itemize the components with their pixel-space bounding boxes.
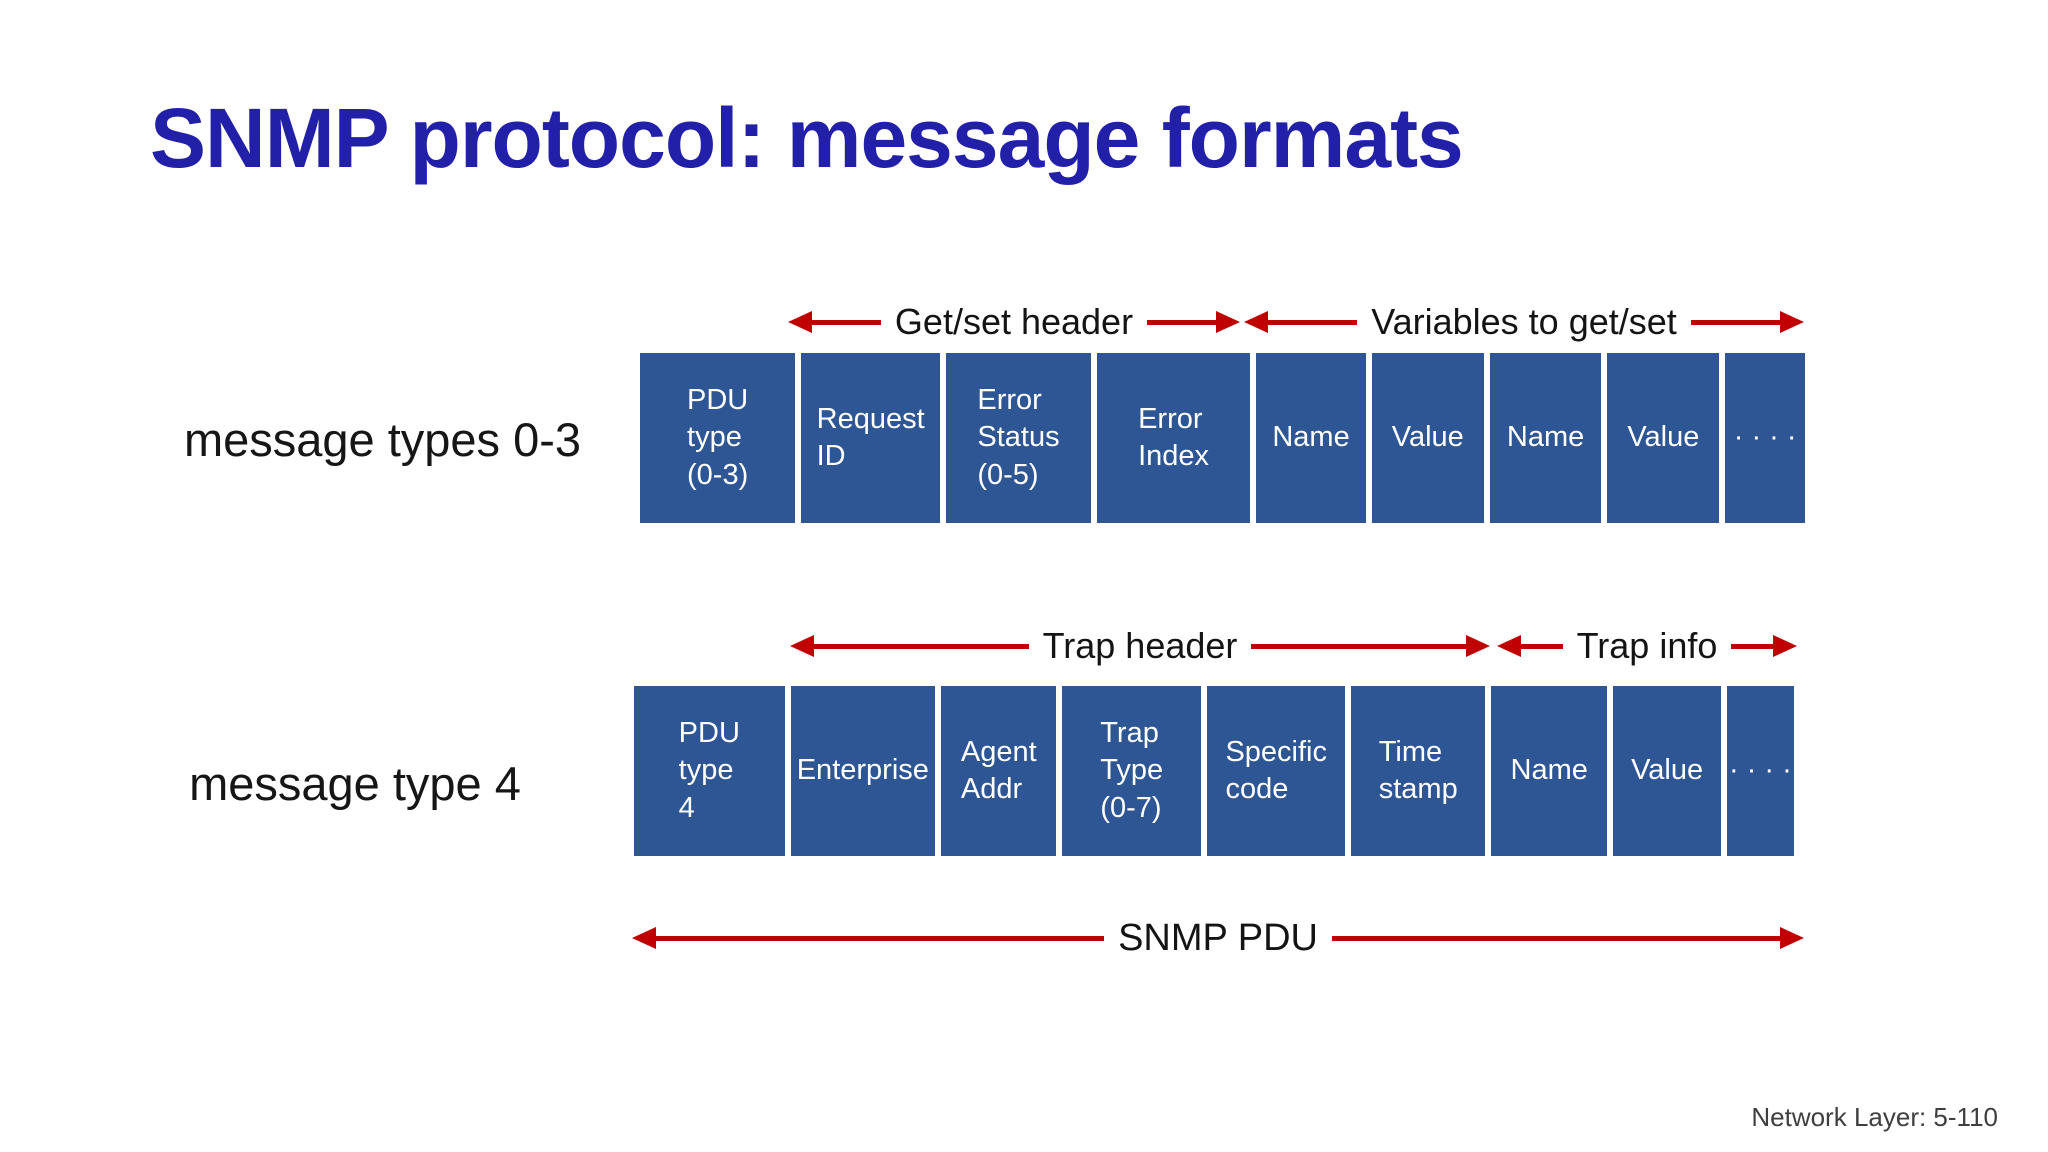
field-cell: Value	[1607, 353, 1720, 523]
field-cell: · · · ·	[1726, 686, 1795, 856]
right-arrow	[1331, 927, 1805, 949]
field-cell: PDU type 4	[634, 686, 785, 856]
trap-header-span: Trap header	[790, 623, 1491, 669]
field-cell-text: Name	[1506, 421, 1585, 454]
arrow-shaft	[1147, 319, 1216, 325]
arrow-shaft	[1731, 643, 1774, 649]
arrowhead-right-icon	[1773, 635, 1798, 657]
arrow-shaft	[812, 319, 881, 325]
arrow-shaft	[1690, 319, 1781, 325]
arrowhead-left-icon	[790, 635, 814, 657]
field-cell-text: Enterprise	[796, 754, 929, 787]
arrowhead-right-icon	[1780, 311, 1805, 333]
message-types-0-3-label: message types 0-3	[183, 413, 582, 466]
field-cell-text: Specific code	[1225, 735, 1327, 805]
field-cell: Error Status (0-5)	[946, 353, 1091, 523]
field-cell: Agent Addr	[941, 686, 1057, 856]
left-arrow	[788, 311, 881, 333]
arrow-shaft	[1331, 935, 1781, 941]
field-cell: Value	[1613, 686, 1721, 856]
field-cell: Name	[1256, 353, 1366, 523]
field-cell-text: PDU type (0-3)	[687, 384, 749, 491]
field-cell-text: · · · ·	[1728, 754, 1792, 787]
left-arrow	[632, 927, 1105, 949]
right-arrow	[1690, 311, 1805, 333]
field-cell: Specific code	[1206, 686, 1346, 856]
field-cell-text: PDU type 4	[678, 717, 740, 824]
field-cell: PDU type (0-3)	[640, 353, 796, 523]
page-number: Network Layer: 5-110	[1751, 1102, 1998, 1132]
left-arrow	[790, 635, 1029, 657]
trap-info-span: Trap info	[1497, 623, 1798, 669]
snmp-pdu-label: SNMP PDU	[1118, 916, 1318, 959]
field-cell-text: Error Status (0-5)	[977, 384, 1060, 491]
arrow-shaft	[1521, 643, 1563, 649]
message-type-4-label: message type 4	[189, 757, 521, 810]
arrowhead-left-icon	[1497, 635, 1521, 657]
right-arrow	[1731, 635, 1798, 657]
variables-label: Variables to get/set	[1371, 301, 1677, 342]
field-cell: · · · ·	[1725, 353, 1805, 523]
variables-span: Variables to get/set	[1244, 299, 1805, 345]
field-cell-text: Time stamp	[1378, 735, 1458, 805]
field-cell: Name	[1490, 686, 1608, 856]
left-arrow	[1244, 311, 1358, 333]
arrow-shaft	[1268, 319, 1358, 325]
field-cell-text: Value	[1631, 754, 1704, 787]
field-cell-text: Name	[1510, 754, 1588, 787]
trap-header-label: Trap header	[1042, 625, 1238, 666]
getset-header-label: Get/set header	[894, 301, 1134, 342]
field-cell-text: Agent Addr	[960, 735, 1037, 805]
arrowhead-left-icon	[632, 927, 656, 949]
field-cell: Trap Type (0-7)	[1062, 686, 1201, 856]
field-cell-text: · · · ·	[1733, 421, 1797, 454]
field-cell-text: Trap Type (0-7)	[1100, 717, 1164, 824]
field-cell: Request ID	[801, 353, 940, 523]
message-format-row-types-0-3: PDU type (0-3) Request ID Error Status (0-…	[640, 353, 1805, 523]
field-cell: Name	[1489, 353, 1602, 523]
arrowhead-right-icon	[1780, 927, 1805, 949]
arrowhead-right-icon	[1216, 311, 1240, 333]
arrowhead-right-icon	[1466, 635, 1491, 657]
field-cell-text: Value	[1627, 421, 1700, 454]
field-cell: Value	[1371, 353, 1484, 523]
field-cell: Error Index	[1096, 353, 1251, 523]
right-arrow	[1147, 311, 1240, 333]
field-cell: Time stamp	[1351, 686, 1485, 856]
slide-title: SNMP protocol: message formats	[150, 91, 1464, 185]
field-cell-text: Request ID	[816, 402, 925, 472]
arrowhead-left-icon	[1244, 311, 1268, 333]
left-arrow	[1497, 635, 1563, 657]
right-arrow	[1251, 635, 1491, 657]
field-cell-text: Error Index	[1138, 402, 1210, 472]
field-cell: Enterprise	[790, 686, 936, 856]
getset-header-span: Get/set header	[788, 299, 1240, 345]
arrow-shaft	[656, 935, 1105, 941]
arrow-shaft	[814, 643, 1029, 649]
field-cell-text: Value	[1391, 421, 1464, 454]
field-cell-text: Name	[1272, 421, 1350, 454]
message-format-row-type-4: PDU type 4 Enterprise Agent Addr Trap Type …	[634, 686, 1795, 856]
snmp-pdu-span: SNMP PDU	[632, 915, 1805, 961]
trap-info-label: Trap info	[1576, 625, 1718, 666]
arrowhead-left-icon	[788, 311, 812, 333]
arrow-shaft	[1251, 643, 1467, 649]
